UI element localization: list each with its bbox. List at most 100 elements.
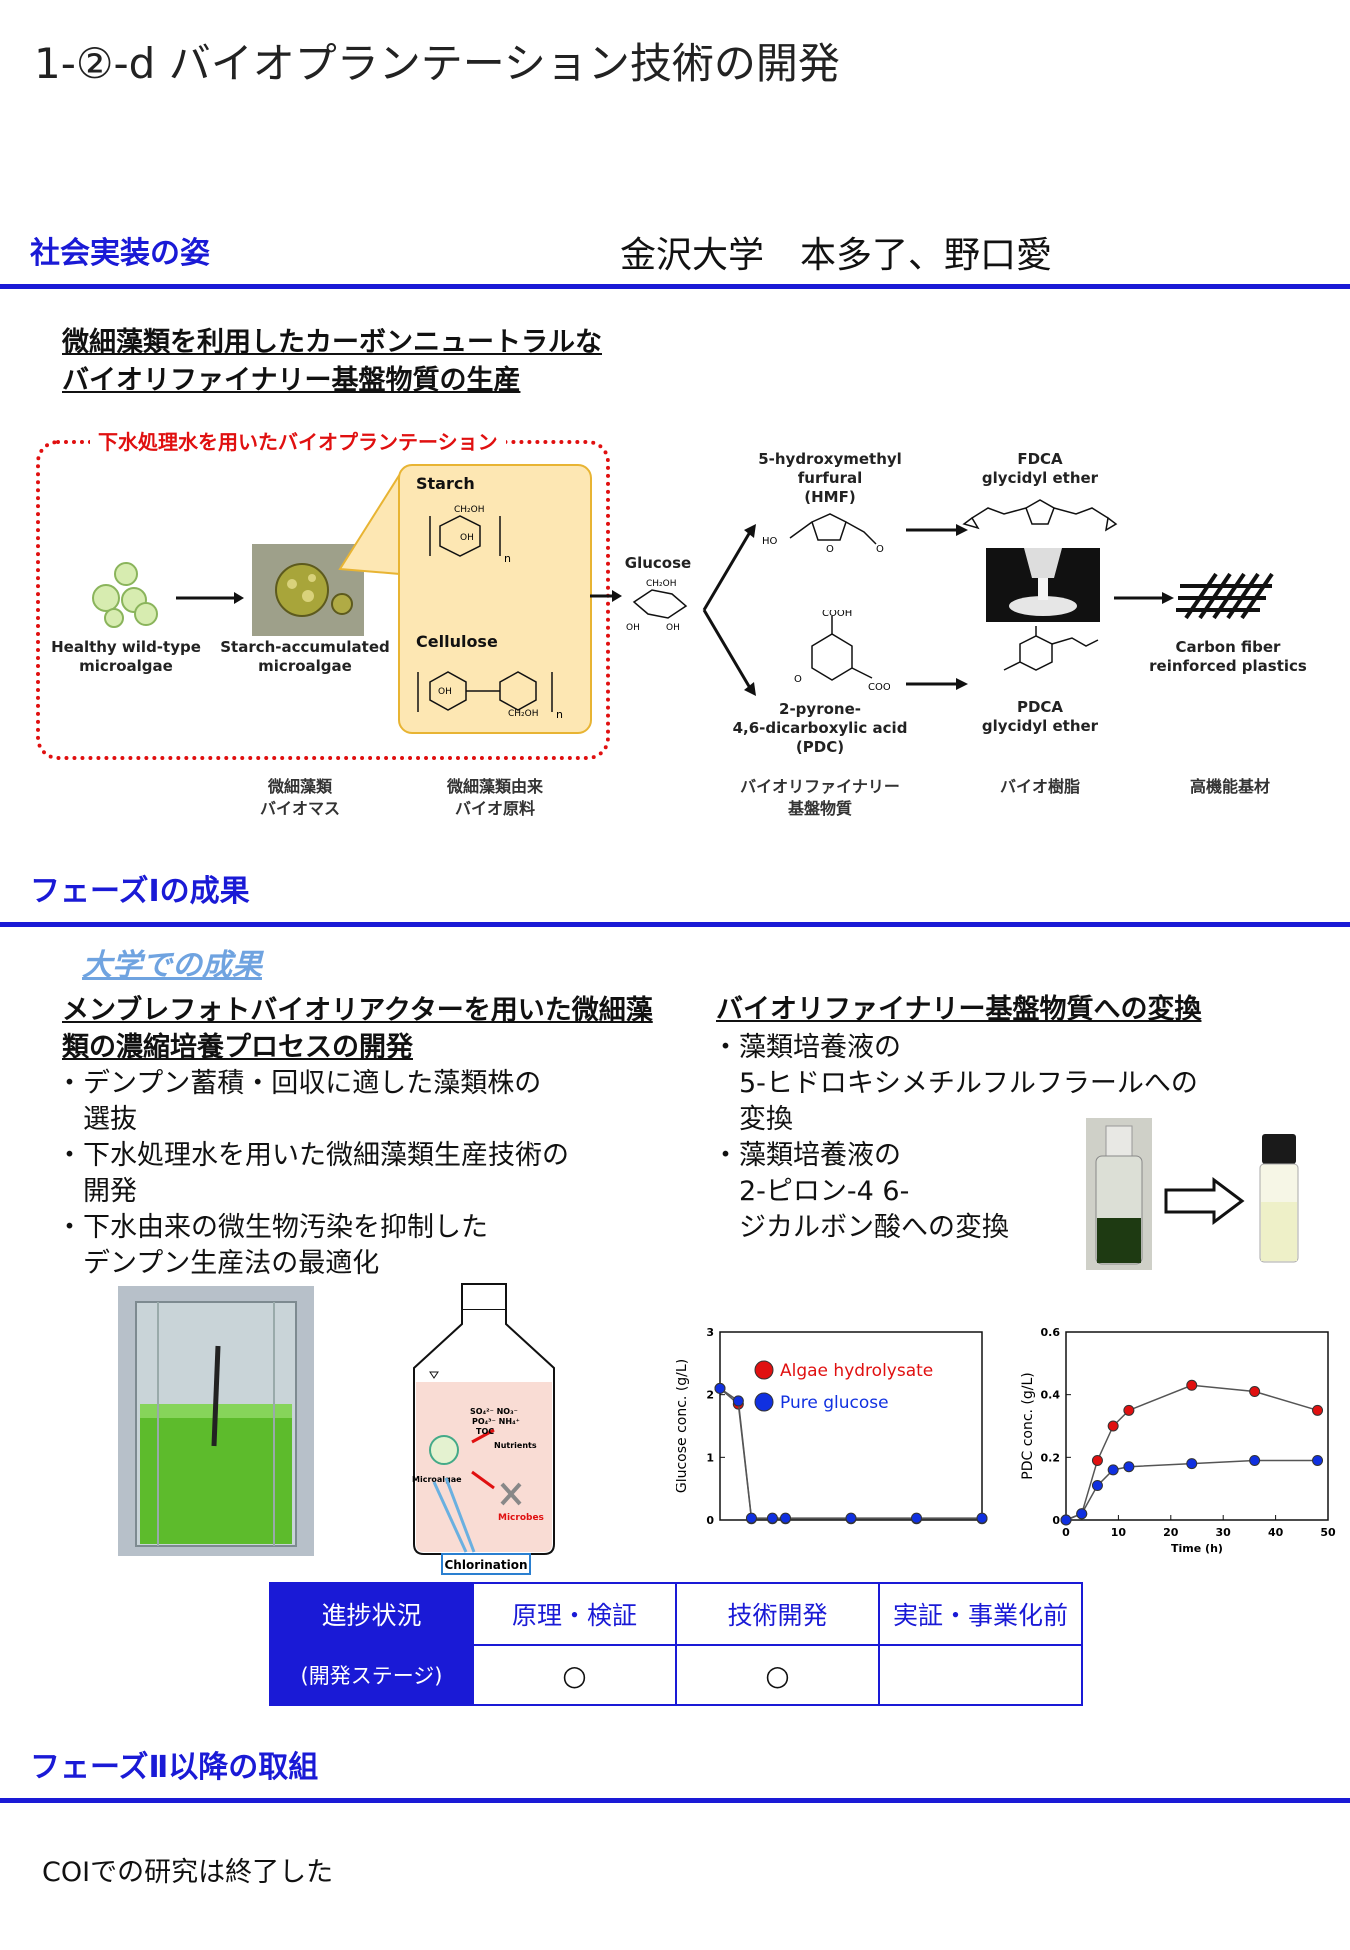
right-bullet: 2-ピロン-4 6- <box>712 1176 910 1207</box>
section-phase2: フェーズⅡ以降の取組 <box>30 1750 319 1785</box>
stage-demonstration-mark <box>878 1644 1083 1706</box>
series-line <box>719 1387 982 1519</box>
pdca-structure <box>1003 626 1099 671</box>
svg-text:SO₄²⁻ NO₃⁻: SO₄²⁻ NO₃⁻ <box>470 1407 518 1416</box>
healthy-label-1: Healthy wild-type <box>51 638 201 656</box>
bioplantation-label: 下水処理水を用いたバイオプランテーション <box>90 426 506 455</box>
overview-heading: 微細藻類を利用したカーボンニュートラルな バイオリファイナリー基盤物質の生産 <box>62 324 602 400</box>
svg-text:CH₂OH: CH₂OH <box>646 579 677 589</box>
svg-text:PO₄³⁻ NH₄⁺: PO₄³⁻ NH₄⁺ <box>472 1417 520 1426</box>
data-point <box>766 1512 778 1524</box>
stage-demonstration: 実証・事業化前 <box>878 1582 1083 1646</box>
progress-subheader: (開発ステージ) <box>269 1644 474 1706</box>
section-implementation: 社会実装の姿 <box>30 236 210 271</box>
product-vial-photo <box>1254 1132 1304 1268</box>
svg-text:OH: OH <box>626 623 640 633</box>
reactor-nutrients: Nutrients <box>494 1441 537 1450</box>
starch-label: Starch <box>416 474 475 493</box>
photobioreactor-photo <box>118 1286 314 1556</box>
section-phase1: フェーズⅠの成果 <box>30 874 250 909</box>
left-heading-2: 類の濃縮培養プロセスの開発 <box>62 1032 413 1063</box>
arrow-pdc <box>906 678 968 690</box>
cellulose-label: Cellulose <box>416 632 498 651</box>
fdca-label-1: FDCA <box>1017 450 1063 468</box>
svg-text:O: O <box>876 544 884 555</box>
data-point <box>1186 1379 1198 1391</box>
caption-raw-material: 微細藻類由来バイオ原料 <box>420 776 570 820</box>
x-tick-label: 10 <box>1111 1526 1127 1539</box>
glucose-structure: CH₂OH OH OH <box>626 579 688 633</box>
svg-text:COOH: COOH <box>868 682 890 693</box>
data-point <box>1107 1464 1119 1476</box>
left-heading: メンブレフォトバイオリアクターを用いた微細藻 類の濃縮培養プロセスの開発 <box>62 992 653 1066</box>
y-axis-label: Glucose conc. (g/L) <box>676 1359 690 1493</box>
conversion-arrow <box>1164 1177 1245 1225</box>
right-bullets: ・藻類培養液の 5-ヒドロキシメチルフルフラールへの 変換 ・藻類培養液の 2-… <box>712 1030 1198 1246</box>
starch-accumulated-image <box>252 544 364 636</box>
stage-development-mark: ○ <box>675 1644 880 1706</box>
fdca-label: FDCA glycidyl ether <box>960 450 1120 488</box>
hmf-label-1: 5-hydroxymethyl <box>758 450 902 468</box>
fdca-structure <box>962 499 1118 532</box>
arrow-cfrp <box>1114 592 1174 604</box>
caption-biomass-2: バイオマス <box>259 799 340 818</box>
x-tick-label: 0 <box>1062 1526 1070 1539</box>
caption-biomass-1: 微細藻類 <box>267 777 332 796</box>
section-divider <box>0 284 1350 289</box>
overview-heading-line1: 微細藻類を利用したカーボンニュートラルな <box>62 327 602 358</box>
left-bullet: 開発 <box>56 1176 137 1207</box>
y-tick-label: 1 <box>706 1451 714 1464</box>
right-heading: バイオリファイナリー基盤物質への変換 <box>716 994 1202 1025</box>
y-tick-label: 2 <box>706 1389 714 1402</box>
plot-frame <box>1065 1331 1329 1521</box>
right-bullet: ジカルボン酸への変換 <box>712 1212 1009 1243</box>
y-tick-label: 3 <box>706 1326 714 1339</box>
data-point <box>714 1382 726 1394</box>
caption-bio-resin: バイオ樹脂 <box>999 777 1080 796</box>
left-heading-1: メンブレフォトバイオリアクターを用いた微細藻 <box>62 995 653 1026</box>
x-tick-label: 30 <box>1216 1526 1232 1539</box>
left-bullets: ・デンプン蓄積・回収に適した藻類株の 選抜 ・下水処理水を用いた微細藻類生産技術… <box>56 1066 569 1282</box>
arrow-hmf <box>906 524 968 536</box>
healthy-microalgae-image <box>92 562 158 628</box>
svg-text:OH: OH <box>460 533 474 543</box>
data-point <box>1060 1514 1072 1526</box>
x-tick-label: 20 <box>1163 1526 1179 1539</box>
left-bullet: ・デンプン蓄積・回収に適した藻類株の <box>56 1068 542 1099</box>
svg-text:O: O <box>826 544 834 555</box>
starch-accumulated-label: Starch-accumulated microalgae <box>218 638 392 676</box>
reactor-chlorination: Chlorination <box>444 1558 527 1572</box>
y-tick-label: 0 <box>1052 1514 1060 1527</box>
starch-acc-label-2: microalgae <box>258 657 352 675</box>
cfrp-label: Carbon fiber reinforced plastics <box>1144 638 1312 676</box>
data-point <box>1249 1386 1261 1398</box>
hmf-label-3: (HMF) <box>804 488 856 506</box>
svg-text:n: n <box>504 552 511 565</box>
pdc-label-3: (PDC) <box>795 738 845 756</box>
right-bullet: 5-ヒドロキシメチルフルフラールへの <box>712 1068 1198 1099</box>
svg-text:OH: OH <box>666 623 680 633</box>
reactor-microbes: Microbes <box>498 1513 544 1523</box>
data-point <box>732 1395 744 1407</box>
data-point <box>1186 1458 1198 1470</box>
svg-text:HO: HO <box>762 536 778 547</box>
svg-text:n: n <box>556 708 563 721</box>
y-tick-label: 0.4 <box>1041 1389 1061 1402</box>
phase2-text: COIでの研究は終了した <box>42 1857 334 1888</box>
data-point <box>780 1512 791 1524</box>
data-point <box>1312 1454 1324 1466</box>
section-divider <box>0 922 1350 927</box>
pdc-label-1: 2-pyrone- <box>779 700 861 718</box>
reactor-microalgae: Microalgae <box>412 1475 462 1484</box>
hmf-structure: HO O O <box>762 513 884 555</box>
data-point <box>845 1512 857 1524</box>
caption-platform-1: バイオリファイナリー <box>740 777 900 796</box>
legend-label: Algae hydrolysate <box>780 1361 933 1381</box>
data-point <box>1312 1404 1324 1416</box>
hmf-label-2: furfural <box>797 469 863 487</box>
left-bullet: 選抜 <box>56 1104 137 1135</box>
left-bullet: デンプン生産法の最適化 <box>56 1248 380 1279</box>
y-axis-label: PDC conc. (g/L) <box>1020 1372 1036 1480</box>
